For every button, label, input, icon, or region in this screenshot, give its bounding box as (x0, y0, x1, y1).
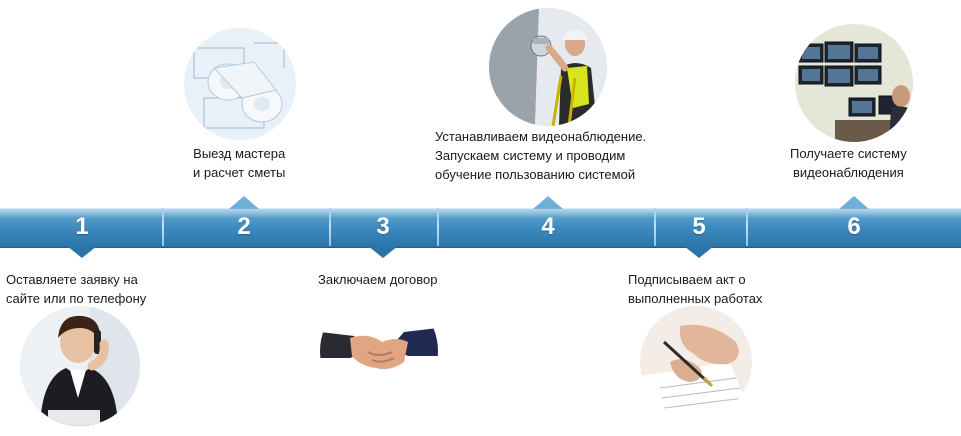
timeline-notch-up (533, 196, 563, 209)
signing-document-photo (640, 306, 752, 418)
step-label-line: обучение пользованию системой (435, 167, 636, 182)
timeline-notch-up (839, 196, 869, 209)
step-number: 1 (75, 213, 89, 240)
step-label-line: Заключаем договор (318, 272, 438, 287)
step-number: 6 (847, 213, 861, 240)
step-label-line: и расчет сметы (193, 165, 286, 180)
step-label-line: Устанавливаем видеонаблюдение. (435, 129, 647, 144)
step-label-line: Подписываем акт о (628, 272, 746, 287)
step-label-line: сайте или по телефону (6, 291, 147, 306)
camera-installer-photo (489, 8, 607, 126)
timeline-divider (746, 208, 748, 246)
timeline-notch-down (684, 246, 714, 258)
step-6-label: Получаете систему видеонаблюдения (790, 144, 907, 182)
step-label-line: видеонаблюдения (792, 165, 904, 180)
step-1-label: Оставляете заявку на сайте или по телефо… (6, 270, 146, 308)
timeline-band-highlight (0, 208, 961, 218)
monitoring-room-photo (795, 24, 913, 142)
step-4-label: Устанавливаем видеонаблюдение. Запускаем… (435, 127, 646, 184)
timeline-notch-down (368, 246, 398, 258)
timeline-divider (654, 208, 656, 246)
step-2-label: Выезд мастера и расчет сметы (193, 144, 285, 182)
step-number: 3 (376, 213, 390, 240)
step-label-line: Выезд мастера (193, 146, 286, 161)
step-label-line: выполненных работах (628, 291, 763, 306)
woman-phone-photo (20, 306, 140, 426)
handshake-photo (320, 292, 438, 410)
timeline-notch-up (229, 196, 259, 209)
timeline-notch-down (67, 246, 97, 258)
timeline-divider (162, 208, 164, 246)
step-label-line: Получаете систему (790, 146, 907, 161)
step-label-line: Запускаем систему и проводим (435, 148, 626, 163)
step-3-label: Заключаем договор (318, 270, 437, 289)
timeline-divider (437, 208, 439, 246)
blueprints-photo (184, 28, 296, 140)
step-5-label: Подписываем акт о выполненных работах (628, 270, 762, 308)
timeline-divider (329, 208, 331, 246)
step-label-line: Оставляете заявку на (6, 272, 138, 287)
step-number: 5 (692, 213, 706, 240)
step-number: 4 (541, 213, 555, 240)
step-number: 2 (237, 213, 251, 240)
